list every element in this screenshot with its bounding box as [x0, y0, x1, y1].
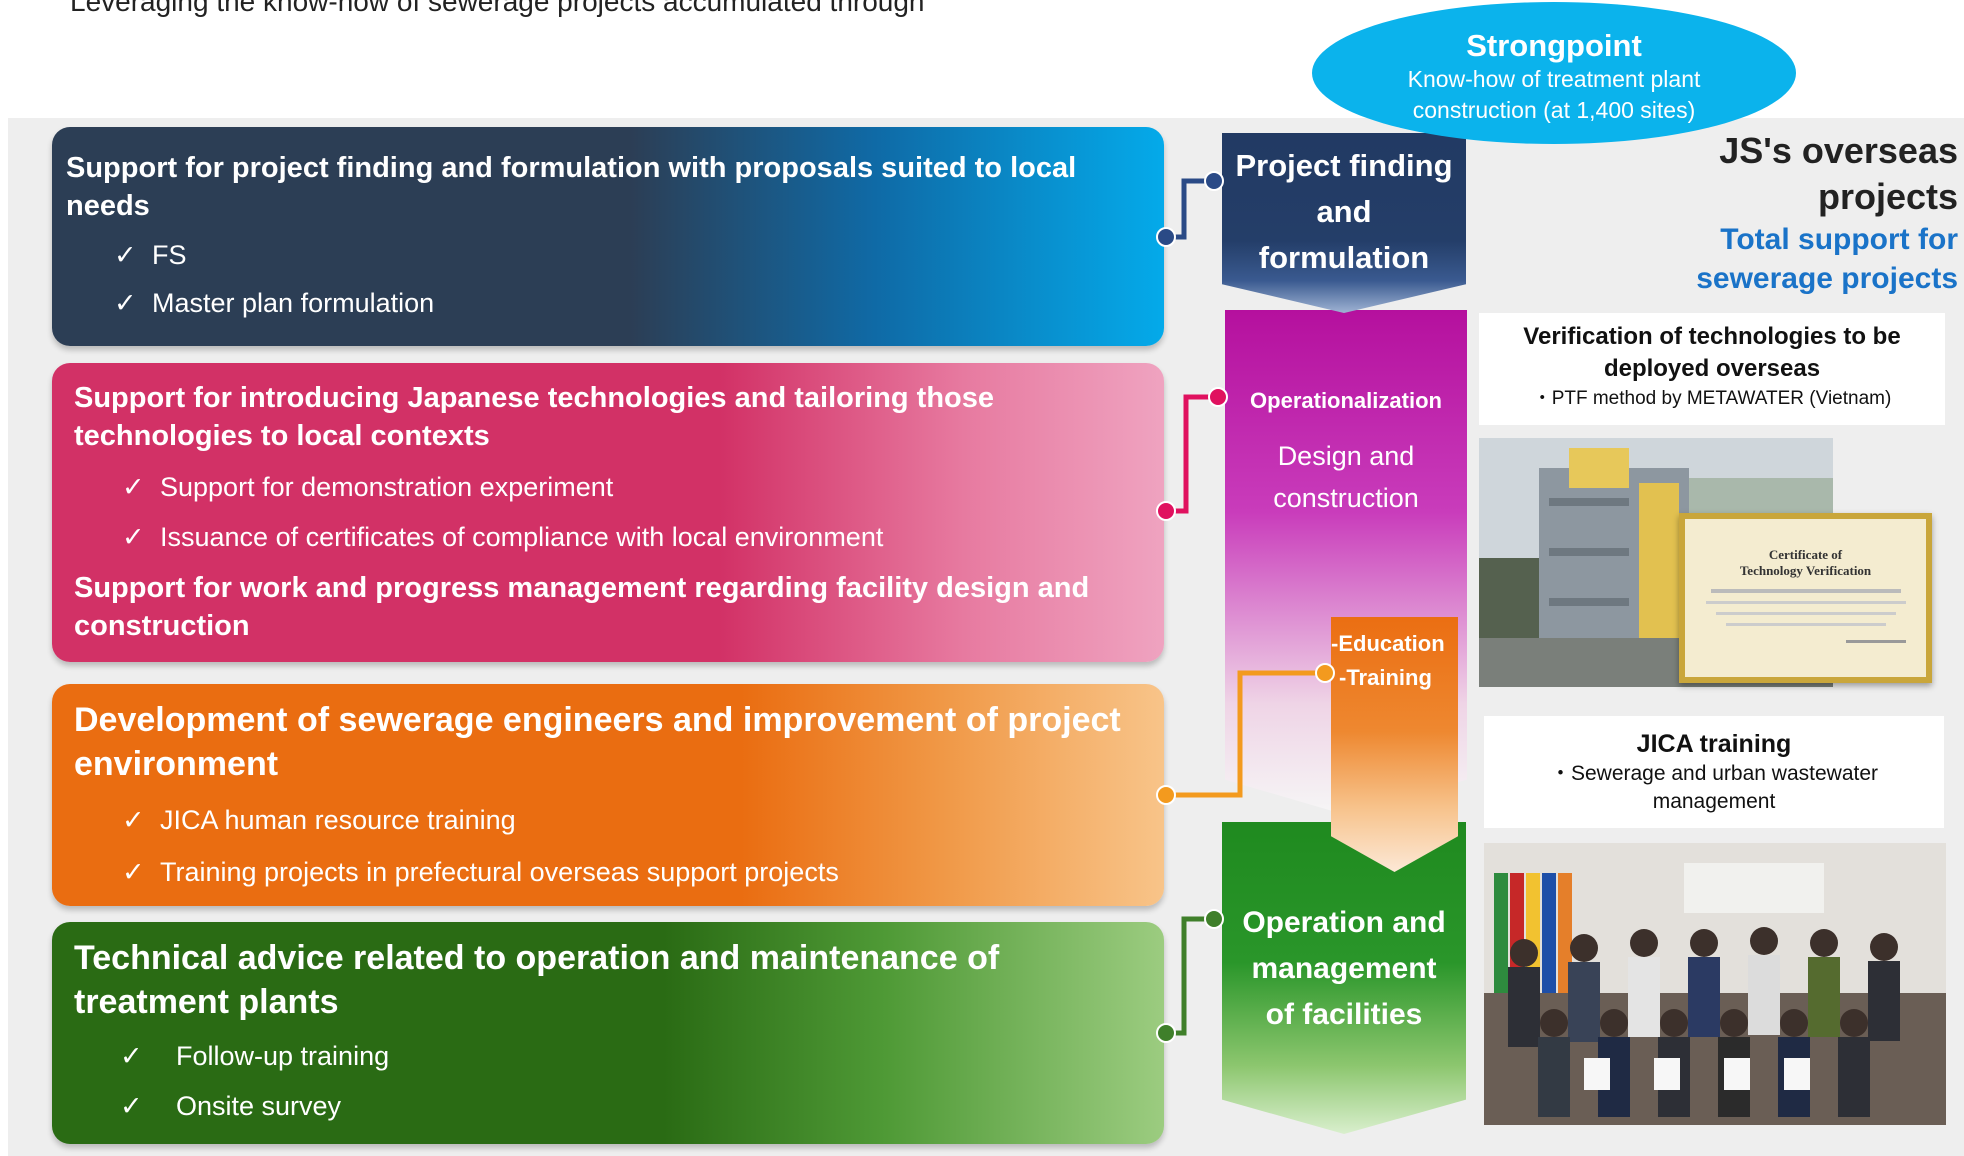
- check-icon: ✓: [120, 1091, 143, 1121]
- card-project-finding: Support for project finding and formulat…: [52, 127, 1164, 346]
- check-icon: ✓: [122, 522, 145, 552]
- card-technologies-heading2: Support for work and progress management…: [74, 572, 1090, 642]
- list-item: ✓ Master plan formulation: [66, 285, 1150, 321]
- list-item: ✓ Training projects in prefectural overs…: [74, 854, 1142, 890]
- list-item-text: Support for demonstration experiment: [160, 472, 614, 502]
- stage-design-construction: Design and construction: [1225, 435, 1467, 519]
- verification-title-line1: Verification of technologies to be: [1523, 323, 1901, 350]
- stage-design-line1: Design and: [1277, 441, 1415, 471]
- stage-operation-line3: of facilities: [1265, 998, 1423, 1031]
- js-overseas-title: JS's overseas projects: [1719, 128, 1958, 220]
- list-item-text: Master plan formulation: [152, 288, 435, 318]
- card-technologies: Support for introducing Japanese technol…: [52, 363, 1164, 662]
- js-overseas-sub-line2: sewerage projects: [1696, 262, 1958, 295]
- strongpoint-line1: Know-how of treatment plant: [1407, 66, 1701, 92]
- list-item: ✓ Support for demonstration experiment: [74, 469, 1142, 505]
- stage-education-line2: -Training: [1339, 665, 1432, 690]
- stage-education-line1: -Education: [1331, 631, 1445, 656]
- list-item-text: Issuance of certificates of compliance w…: [160, 522, 884, 552]
- group-photo-illustration: [1484, 843, 1946, 1125]
- list-item-text: Follow-up training: [176, 1041, 390, 1071]
- verification-panel: Verification of technologies to be deplo…: [1479, 313, 1945, 425]
- check-icon: ✓: [122, 472, 145, 502]
- card-advice: Technical advice related to operation an…: [52, 922, 1164, 1144]
- js-overseas-subtitle: Total support for sewerage projects: [1696, 220, 1958, 298]
- stage-education-training: -Education -Training: [1331, 617, 1458, 872]
- connector-project-finding: [1156, 171, 1224, 247]
- list-item: ✓ FS: [66, 237, 1150, 273]
- stage-operation-line1: Operation and: [1242, 906, 1446, 939]
- list-item-text: JICA human resource training: [160, 805, 516, 835]
- stage-operationalization-title: Operationalization: [1250, 388, 1442, 413]
- js-overseas-title-line2: projects: [1817, 176, 1958, 217]
- js-overseas-sub-line1: Total support for: [1720, 223, 1958, 256]
- jica-line2: management: [1652, 790, 1776, 813]
- card-advice-heading: Technical advice related to operation an…: [74, 939, 1000, 1021]
- stage-design-line2: construction: [1273, 483, 1419, 513]
- js-overseas-title-line1: JS's overseas: [1719, 130, 1958, 171]
- verification-text: ・PTF method by METAWATER (Vietnam): [1532, 388, 1892, 409]
- jica-group-photo: [1484, 843, 1946, 1125]
- jica-panel: JICA training ・Sewerage and urban wastew…: [1484, 716, 1944, 828]
- stage-project-finding-line3: formulation: [1258, 240, 1430, 275]
- check-icon: ✓: [120, 1041, 143, 1071]
- stage-project-finding-line2: and: [1316, 194, 1372, 229]
- list-item: ✓ Follow-up training: [74, 1038, 1142, 1074]
- check-icon: ✓: [122, 857, 145, 887]
- connector-education: [1156, 663, 1335, 805]
- check-icon: ✓: [122, 805, 145, 835]
- check-icon: ✓: [114, 240, 137, 270]
- card-engineers: Development of sewerage engineers and im…: [52, 684, 1164, 906]
- strongpoint-title: Strongpoint: [1466, 28, 1642, 63]
- stage-project-finding: Project finding and formulation: [1222, 133, 1466, 313]
- list-item-text: Training projects in prefectural oversea…: [160, 857, 839, 887]
- header-partial-text: Leveraging the know-how of sewerage proj…: [70, 0, 925, 17]
- card-project-finding-heading: Support for project finding and formulat…: [66, 152, 1077, 222]
- stage-operation-line2: management: [1251, 952, 1437, 985]
- certificate-title-line2: Technology Verification: [1739, 563, 1872, 578]
- certificate-image: Certificate of Technology Verification: [1679, 513, 1932, 683]
- list-item-text: FS: [152, 240, 187, 270]
- card-technologies-heading: Support for introducing Japanese technol…: [74, 382, 995, 452]
- strongpoint-line2: construction (at 1,400 sites): [1412, 97, 1696, 123]
- stage-operation-management: Operation and management of facilities: [1222, 822, 1466, 1134]
- certificate-title-line1: Certificate of: [1768, 547, 1843, 562]
- jica-title: JICA training: [1636, 730, 1792, 758]
- verification-title-line2: deployed overseas: [1603, 355, 1821, 382]
- connector-operation: [1156, 909, 1224, 1043]
- card-engineers-heading: Development of sewerage engineers and im…: [74, 701, 1121, 783]
- jica-line1: ・Sewerage and urban wastewater: [1549, 762, 1879, 785]
- strongpoint-ellipse: Strongpoint Know-how of treatment plant …: [1312, 2, 1796, 144]
- list-item: ✓ Issuance of certificates of compliance…: [74, 519, 1142, 555]
- check-icon: ✓: [114, 288, 137, 318]
- stage-project-finding-line1: Project finding: [1235, 148, 1453, 183]
- list-item: ✓ JICA human resource training: [74, 802, 1142, 838]
- connector-operationalization: [1156, 387, 1228, 521]
- list-item-text: Onsite survey: [176, 1091, 342, 1121]
- list-item: ✓ Onsite survey: [74, 1088, 1142, 1124]
